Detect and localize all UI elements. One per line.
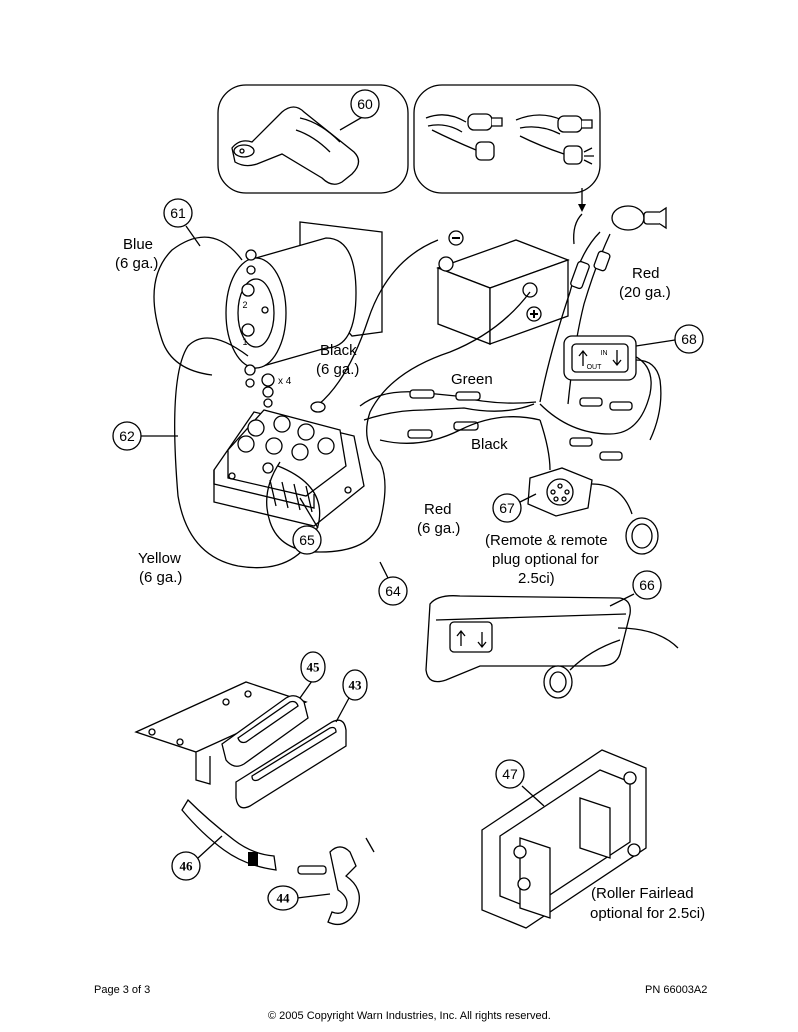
green-wire-label: Green: [451, 371, 493, 388]
callout-65: 65: [299, 532, 315, 548]
handheld-remote: [425, 595, 679, 699]
roller-fairlead: [481, 749, 647, 929]
part-number: PN 66003A2: [645, 984, 708, 996]
black-top-wire-gauge: (6 ga.): [316, 361, 359, 378]
callout-45: 45: [307, 660, 321, 675]
fairlead-optional-note-line1: (Roller Fairlead: [591, 885, 694, 902]
red-20ga-wire-gauge: (20 ga.): [619, 284, 671, 301]
callout-66: 66: [639, 577, 655, 593]
wire-labels: Blue (6 ga.) Black (6 ga.) Red (20 ga.) …: [115, 236, 705, 922]
callout-67: 67: [499, 500, 515, 516]
callout-47: 47: [502, 766, 518, 782]
motor-terminal-nuts: x 4: [244, 249, 292, 408]
callout-68: 68: [681, 331, 697, 347]
dash-switch-out-label: OUT: [587, 364, 603, 371]
fairlead-optional-note-line2: optional for 2.5ci): [590, 905, 705, 922]
black-mid-wire-label: Black: [471, 436, 508, 453]
wire-red-20ga-harness: [539, 231, 652, 471]
callout-46: 46: [180, 859, 194, 874]
remote-optional-note-line2: plug optional for: [492, 551, 599, 568]
red-6ga-wire-label: Red: [424, 501, 452, 518]
remote-optional-note-line1: (Remote & remote: [485, 532, 608, 549]
callout-62: 62: [119, 428, 135, 444]
inset-boot-detail: [217, 84, 409, 194]
hawse-fairlead-45: [221, 695, 309, 767]
winch-motor: 2 1: [225, 221, 383, 369]
blue-wire-gauge: (6 ga.): [115, 255, 158, 272]
callouts: 60 61 62 64 65 66 67 68 43 44 45 46: [112, 89, 704, 911]
inset-connector-detail: [413, 84, 601, 194]
black-top-wire-label: Black: [320, 342, 357, 359]
dash-switch: IN OUT: [563, 335, 662, 441]
page-number: Page 3 of 3: [94, 984, 151, 996]
inset-pointer-arrow: [578, 188, 586, 212]
remote-plug: [527, 467, 659, 555]
callout-61: 61: [170, 205, 186, 221]
battery: [436, 230, 570, 345]
hook-strap: [181, 798, 277, 871]
yellow-wire-label: Yellow: [138, 550, 181, 567]
contactor-pack: [213, 409, 365, 527]
wire-yellow: [174, 337, 321, 569]
red-6ga-wire-gauge: (6 ga.): [417, 520, 460, 537]
nut-quantity-label: x 4: [278, 376, 292, 387]
blue-wire-label: Blue: [123, 236, 153, 253]
callout-44: 44: [277, 891, 291, 906]
wire-blue: [153, 236, 243, 376]
callout-64: 64: [385, 583, 401, 599]
wire-green-black-harness: [359, 389, 541, 444]
red-20ga-wire-label: Red: [632, 265, 660, 282]
copyright-notice: © 2005 Copyright Warn Industries, Inc. A…: [268, 1010, 551, 1022]
remote-optional-note-line3: 2.5ci): [518, 570, 555, 587]
clevis-hook: [297, 837, 375, 926]
motor-terminal-2-label: 2: [242, 300, 247, 310]
wire-black-battery: [310, 239, 439, 413]
motor-terminal-1-label: 1: [242, 337, 247, 347]
wire-red-battery: [266, 291, 531, 553]
dash-switch-in-label: IN: [601, 350, 608, 357]
callout-43: 43: [349, 678, 363, 693]
yellow-wire-gauge: (6 ga.): [139, 569, 182, 586]
callout-60: 60: [357, 96, 373, 112]
mounting-plate: [134, 681, 308, 785]
key-switch: [573, 205, 667, 245]
